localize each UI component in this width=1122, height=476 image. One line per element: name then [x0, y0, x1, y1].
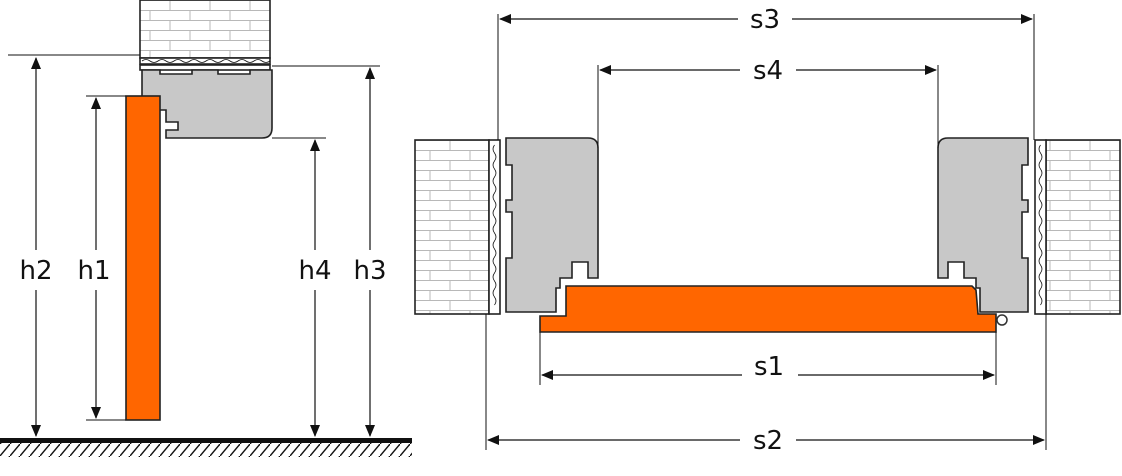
lining-strip-top [139, 57, 271, 65]
dimension-h2: h2 [19, 57, 53, 437]
floor-line [0, 438, 412, 443]
lining-wave [141, 59, 271, 63]
lining-left-wave [492, 144, 497, 306]
dimension-h4: h4 [298, 139, 332, 437]
door-leaf-section [125, 95, 161, 421]
label-s1: s1 [754, 352, 784, 382]
dimension-s1: s1 [541, 352, 995, 382]
dimension-h1: h1 [77, 97, 111, 419]
label-h3: h3 [353, 256, 386, 286]
dimension-h3: h3 [353, 67, 387, 437]
door-leaf-plan [539, 285, 997, 333]
lining-left [488, 139, 501, 315]
wall-above [139, 0, 271, 59]
label-s4: s4 [753, 56, 783, 86]
label-h4: h4 [298, 256, 331, 286]
frame-jamb-left [505, 137, 599, 313]
floor-hatch [0, 443, 412, 457]
section-view: h2 h1 h4 h3 [0, 0, 412, 457]
dimension-s2: s2 [487, 426, 1045, 456]
lining-right-wave [1038, 144, 1043, 306]
frame-jamb-right [937, 137, 1029, 313]
label-h1: h1 [77, 256, 110, 286]
hinge-icon [996, 314, 1008, 326]
wall-right [1045, 139, 1121, 315]
wall-left [414, 139, 490, 315]
label-s3: s3 [750, 5, 780, 35]
dimension-s4: s4 [599, 56, 937, 86]
dimension-s3: s3 [499, 5, 1033, 35]
frame-head-profile [141, 69, 273, 139]
plan-view: s3 s4 s1 s2 [414, 5, 1121, 456]
lining-right [1034, 139, 1047, 315]
label-s2: s2 [753, 426, 783, 456]
label-h2: h2 [19, 256, 52, 286]
